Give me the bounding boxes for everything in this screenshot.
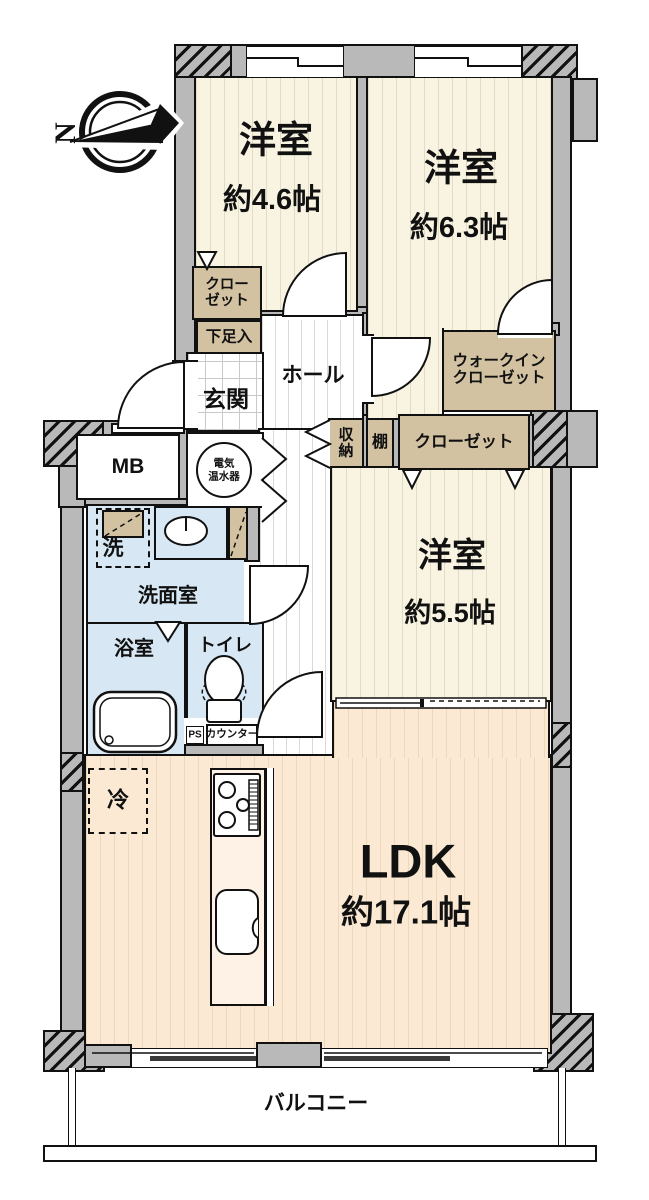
washroom-label: 洗面室 [138,584,198,607]
window-sash-top-2 [414,57,522,67]
meter-box [76,434,180,500]
bedroom1-name: 洋室 [239,119,313,161]
pipe-space-box [186,726,204,744]
bedroom1-size: 約4.6帖 [222,183,322,216]
wall-hatch-left-mid [60,752,84,792]
wall-hatch-right-low [551,722,572,768]
bathroom-label: 浴室 [114,637,154,660]
ldk-door-arc [255,670,323,738]
ldk-floor [84,754,552,1054]
bedroom2-name: 洋室 [424,147,498,189]
bathtub-icon [92,690,178,754]
counter-label: カウンター [205,728,259,741]
closet-mid-label: クローゼット [414,432,514,451]
ldk-size: 約17.1帖 [340,893,472,931]
sliding-partition-icon [335,697,547,709]
balcony-label: バルコニー [263,1092,369,1116]
hall-storage-box [328,418,364,468]
bathroom-door-icon [154,621,182,643]
wall-pillar-bottom-center [256,1042,322,1068]
mirror-dash [230,511,247,557]
meter-box-label: MB [111,455,145,479]
shelf-box [366,418,394,468]
rod-mark-closet-top [196,251,218,272]
hall-label: ホール [281,364,345,388]
window-sash-bottom [92,1052,542,1061]
hall-storage-bifold-icon [303,419,333,469]
bedroom3-name: 洋室 [418,536,486,575]
compass-icon [66,91,184,173]
refrigerator-box [88,768,148,834]
shoe-cabinet-label: 下足入 [205,328,253,346]
washroom-door-arc [249,565,310,626]
balcony-base-plate [43,1145,597,1162]
washer-outline [96,508,150,568]
wall-bump-top-right [572,78,598,142]
closet-mid-box [398,414,530,470]
closet-top-box [192,266,262,320]
washer-dash [104,512,143,537]
bedroom3-size: 約5.5帖 [404,597,496,628]
water-heater-icon [196,442,252,498]
compass-north-label: N [49,122,83,144]
balcony-rail-right [558,1068,566,1146]
window-sash-top-1 [246,57,344,67]
balcony-rail-left [68,1068,76,1146]
washbasin-icon [164,516,208,546]
rod-mark-bedroom3-right [504,469,526,491]
refrigerator-label: 冷 [106,787,130,813]
bedroom2-door-arc [371,337,432,398]
rod-mark-bedroom3-left [401,469,423,491]
closet-top-label: クロー ゼット [205,276,249,309]
washer-label: 洗 [102,537,124,561]
stove-icon [213,773,261,837]
pipe-space-label: PS [188,729,202,741]
water-heater-bifold-icon [260,437,288,523]
entrance-label: 玄関 [203,386,249,413]
water-heater-label: 電気 温水器 [208,457,240,482]
ldk-name: LDK [359,834,457,888]
walk-in-closet-box [442,330,556,412]
ldk-floor-upper [332,700,550,758]
wall-stub-bottom-left [84,1044,132,1068]
toilet-label: トイレ [198,634,252,655]
hall-storage-label: 収 納 [338,426,354,459]
hall-floor [260,314,364,432]
bedroom1-door-arc [281,251,347,317]
walk-in-closet-label: ウォークイン クローゼット [452,352,546,387]
kitchen-counter-gap [266,768,274,1006]
shoe-cabinet-box [196,320,262,354]
entrance-door-arc [116,360,185,429]
bedroom2-size: 約6.3帖 [409,211,509,244]
kitchen-sink-icon [215,889,259,955]
shelf-label: 棚 [371,434,389,452]
toilet-icon [201,655,247,723]
wic-door-arc [496,278,553,335]
window-top-1 [246,46,344,78]
